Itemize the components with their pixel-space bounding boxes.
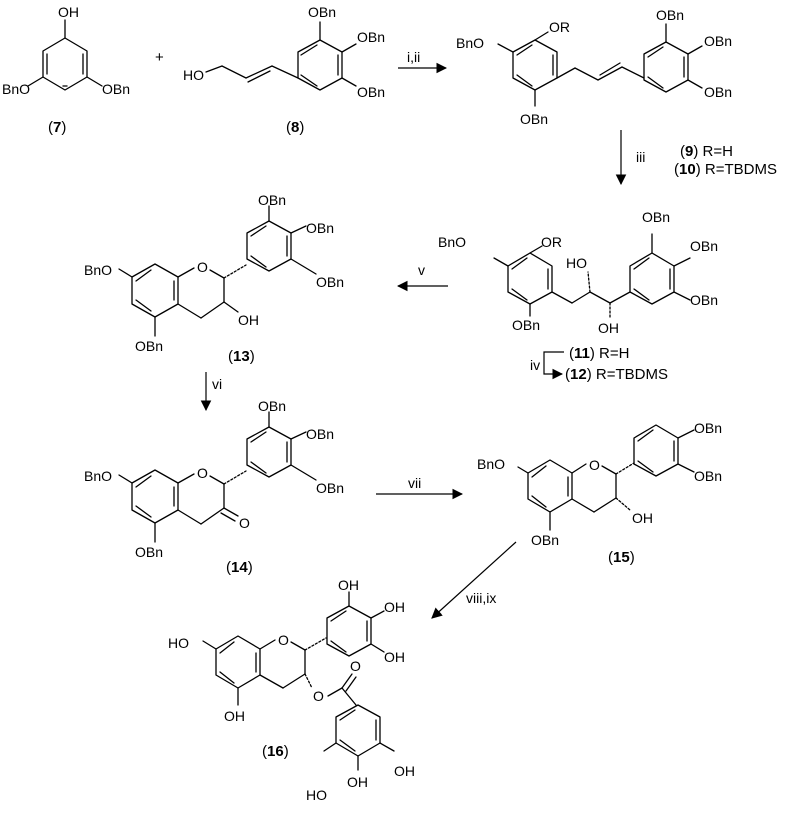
- arrow-step-viii-ix: [431, 541, 517, 619]
- group-obn: OBn: [316, 274, 344, 290]
- group-ho: HO: [183, 67, 204, 83]
- compound-16-structure: O O O HO OH OH OH OH OH OH HO (16): [168, 577, 415, 803]
- group-obn: OBn: [135, 338, 163, 354]
- compound-number-13: 13: [233, 348, 250, 365]
- reagent-viii-ix: viii,ix: [466, 590, 496, 606]
- compound-number-14: 14: [231, 559, 248, 576]
- compound-label-10: (10) R=TBDMS: [674, 161, 777, 178]
- group-obn: OBn: [704, 84, 732, 100]
- compound-13-structure: O OH BnO OBn OBn OBn OBn (13): [84, 192, 344, 365]
- group-obn: OBn: [704, 33, 732, 49]
- group-oh: OH: [394, 763, 415, 779]
- group-obn: OBn: [694, 420, 722, 436]
- reagent-vi: vi: [212, 376, 222, 392]
- group-obn: OBn: [357, 84, 385, 100]
- group-obn: OBn: [520, 111, 548, 127]
- group-obn: OBn: [316, 480, 344, 496]
- group-ho: HO: [306, 787, 327, 803]
- compound-8-structure: OBn OBn OBn HO (8): [183, 4, 385, 136]
- group-o: O: [313, 688, 324, 704]
- group-oh: OH: [238, 312, 259, 328]
- group-obn: OBn: [656, 7, 684, 23]
- group-oh: OH: [384, 599, 405, 615]
- group-obn: OBn: [306, 426, 334, 442]
- group-obn: OBn: [135, 544, 163, 560]
- compound-number-11: 11: [574, 345, 590, 362]
- compound-9-r-group: R=H: [703, 143, 733, 160]
- compound-label-13: (13): [228, 348, 255, 365]
- compound-number-10: 10: [679, 161, 696, 178]
- group-obn: OBn: [512, 317, 540, 333]
- compound-number-16: 16: [267, 743, 284, 760]
- compound-11-structure: BnO OR HO OH OBn OBn OBn OBn (11) R=H (1…: [438, 209, 718, 383]
- group-obn: OBn: [258, 398, 286, 414]
- group-obn: OBn: [642, 209, 670, 225]
- compound-number-15: 15: [613, 549, 630, 566]
- compound-label-9: (9) R=H: [680, 143, 733, 160]
- group-obn: OBn: [690, 292, 718, 308]
- compound-label-8: (8): [286, 119, 304, 136]
- compound-10-r-group: R=TBDMS: [705, 161, 777, 178]
- group-bno: BnO: [456, 35, 484, 51]
- group-oh: OH: [58, 4, 79, 20]
- group-obn: OBn: [357, 29, 385, 45]
- group-ho: HO: [168, 635, 189, 651]
- group-oh: OH: [347, 774, 368, 790]
- group-o: O: [350, 658, 361, 674]
- group-oh: OH: [632, 510, 653, 526]
- group-o: O: [239, 515, 250, 531]
- compound-14-structure: O O BnO OBn OBn OBn OBn (14): [84, 398, 344, 576]
- arrow-step-iv: [543, 351, 564, 380]
- compound-label-16: (16): [262, 743, 289, 760]
- group-o: O: [278, 632, 289, 648]
- compound-number-8: 8: [291, 119, 299, 136]
- reagent-i-ii: i,ii: [407, 49, 420, 65]
- group-obn: OBn: [694, 468, 722, 484]
- group-or: OR: [549, 19, 570, 35]
- compound-label-11: (11) R=H: [569, 345, 629, 362]
- compound-number-12: 12: [570, 366, 587, 383]
- compound-11-r-group: R=H: [599, 345, 629, 362]
- plus-sign: +: [155, 49, 164, 66]
- group-oh: OH: [384, 649, 405, 665]
- group-obn: OBn: [102, 81, 130, 97]
- group-bno: BnO: [84, 468, 112, 484]
- reagent-v: v: [418, 262, 425, 278]
- compound-9-structure: BnO OR OBn OBn OBn OBn (9) R=H (10) R=TB…: [456, 7, 777, 178]
- reagent-iv: iv: [530, 357, 540, 373]
- group-obn: OBn: [306, 220, 334, 236]
- compound-number-7: 7: [53, 119, 61, 136]
- group-oh: OH: [224, 708, 245, 724]
- group-o: O: [197, 259, 208, 275]
- group-bno: BnO: [438, 234, 466, 250]
- reagent-iii: iii: [636, 149, 645, 165]
- compound-label-7: (7): [48, 119, 66, 136]
- compound-label-12: (12) R=TBDMS: [565, 366, 668, 383]
- group-obn: OBn: [258, 192, 286, 208]
- compound-12-r-group: R=TBDMS: [596, 366, 668, 383]
- compound-number-9: 9: [685, 143, 693, 160]
- group-oh: OH: [598, 320, 619, 336]
- group-or: OR: [541, 234, 562, 250]
- group-ho: HO: [566, 255, 587, 271]
- compound-7-structure: OH BnO OBn (7): [2, 4, 130, 136]
- compound-15-structure: O OH BnO OBn OBn OBn (15): [477, 420, 722, 566]
- group-obn: OBn: [690, 238, 718, 254]
- group-bno: BnO: [2, 81, 30, 97]
- reagent-vii: vii: [408, 475, 421, 491]
- compound-label-15: (15): [608, 549, 635, 566]
- group-o: O: [197, 465, 208, 481]
- group-oh: OH: [338, 577, 359, 593]
- group-obn: OBn: [308, 4, 336, 20]
- compound-label-14: (14): [226, 559, 253, 576]
- group-o: O: [589, 457, 600, 473]
- group-bno: BnO: [477, 456, 505, 472]
- group-bno: BnO: [84, 262, 112, 278]
- group-obn: OBn: [531, 532, 559, 548]
